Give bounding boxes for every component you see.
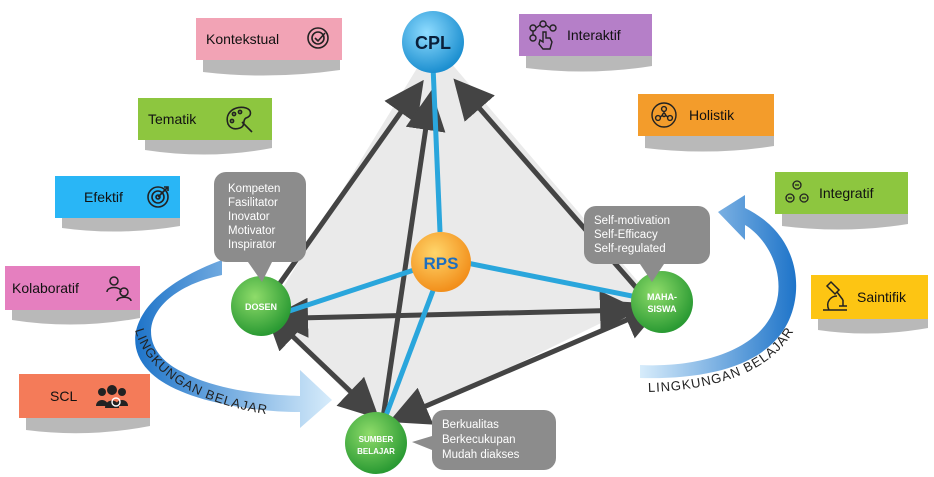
node-sumber-belajar: SUMBER BELAJAR bbox=[345, 412, 407, 474]
node-mahasiswa: MAHA- SISWA bbox=[631, 271, 693, 333]
node-rps: RPS bbox=[411, 232, 471, 292]
node-dosen-label: DOSEN bbox=[245, 302, 277, 312]
target-icon bbox=[307, 27, 329, 49]
bubble-sumber: Berkualitas Berkecukupan Mudah diakses bbox=[412, 410, 556, 470]
bubble-dosen-line: Inovator bbox=[228, 211, 270, 223]
people-circle-icon bbox=[785, 180, 809, 203]
group-icon bbox=[96, 385, 128, 408]
tag-saintifik: Saintifik bbox=[811, 275, 928, 334]
tag-kontekstual-label: Kontekstual bbox=[206, 31, 279, 47]
node-cpl-label: CPL bbox=[415, 33, 451, 53]
bubble-mahasiswa-line: Self-Efficacy bbox=[594, 229, 658, 241]
palette-icon bbox=[226, 106, 253, 133]
bubble-mahasiswa: Self-motivation Self-Efficacy Self-regul… bbox=[584, 206, 710, 282]
rps-links bbox=[267, 65, 653, 419]
link-rps-siswa bbox=[461, 259, 653, 303]
tag-efektif: Efektif bbox=[55, 176, 180, 232]
node-rps-label: RPS bbox=[424, 254, 459, 273]
bubble-dosen-line: Motivator bbox=[228, 225, 275, 237]
network-icon bbox=[651, 102, 677, 128]
bubble-dosen-line: Kompeten bbox=[228, 183, 280, 195]
link-rps-cpl bbox=[430, 65, 443, 233]
tag-tematik-label: Tematik bbox=[148, 111, 197, 127]
tag-holistik: Holistik bbox=[638, 94, 774, 152]
node-cpl: CPL bbox=[402, 11, 464, 73]
edge-dosen-cpl bbox=[265, 79, 424, 302]
edge-siswa-sumber bbox=[388, 301, 664, 425]
bubble-sumber-line: Mudah diakses bbox=[442, 449, 520, 461]
tag-scl: SCL bbox=[19, 374, 150, 434]
tag-interaktif-label: Interaktif bbox=[567, 27, 621, 43]
tag-saintifik-label: Saintifik bbox=[857, 289, 907, 305]
tag-efektif-label: Efektif bbox=[84, 189, 123, 205]
link-rps-sumber bbox=[382, 287, 437, 419]
tag-kolaboratif-label: Kolaboratif bbox=[12, 280, 79, 296]
tag-tematik: Tematik bbox=[138, 98, 272, 155]
tag-scl-label: SCL bbox=[50, 388, 77, 404]
tag-holistik-label: Holistik bbox=[689, 107, 735, 123]
tag-kontekstual: Kontekstual bbox=[196, 18, 342, 76]
node-dosen: DOSEN bbox=[231, 276, 291, 336]
bubble-sumber-line: Berkualitas bbox=[442, 419, 499, 431]
bubble-dosen-line: Inspirator bbox=[228, 239, 276, 251]
tag-kolaboratif: Kolaboratif bbox=[5, 266, 140, 325]
target-arrow-icon bbox=[147, 186, 169, 208]
link-rps-dosen bbox=[267, 265, 421, 321]
node-mahasiswa-label-2: SISWA bbox=[647, 304, 677, 314]
bubble-dosen-line: Fasilitator bbox=[228, 197, 278, 209]
people-collab-icon bbox=[106, 276, 132, 302]
microscope-icon bbox=[823, 280, 847, 311]
node-sumber-label-1: SUMBER bbox=[359, 435, 394, 444]
node-mahasiswa-label-1: MAHA- bbox=[647, 292, 677, 302]
bubble-mahasiswa-line: Self-regulated bbox=[594, 243, 666, 255]
tag-integratif-label: Integratif bbox=[819, 185, 874, 201]
bubble-dosen: Kompeten Fasilitator Inovator Motivator … bbox=[214, 172, 306, 282]
tag-integratif: Integratif bbox=[775, 172, 908, 230]
bubble-sumber-line: Berkecukupan bbox=[442, 434, 516, 446]
bubble-mahasiswa-line: Self-motivation bbox=[594, 215, 670, 227]
node-sumber-label-2: BELAJAR bbox=[357, 447, 395, 456]
edge-dosen-sumber bbox=[264, 309, 380, 419]
tag-interaktif: Interaktif bbox=[519, 14, 652, 72]
touch-network-icon bbox=[529, 20, 557, 50]
